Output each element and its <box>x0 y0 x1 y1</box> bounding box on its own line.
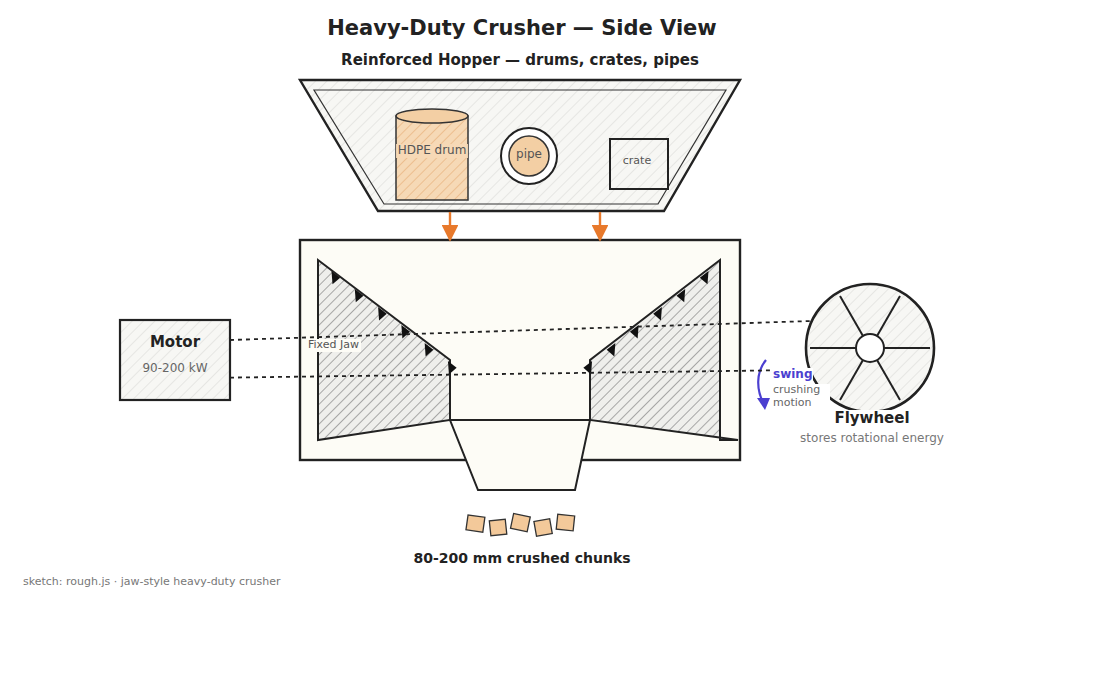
jaw-teeth <box>332 271 709 375</box>
fixed-jaw-label: Fixed Jaw <box>306 339 361 352</box>
motor-power: 90-200 kW <box>142 362 207 376</box>
flywheel-note: stores rotational energy <box>798 432 946 446</box>
flywheel-spoke <box>810 347 856 349</box>
jaw-tooth <box>332 271 341 284</box>
jaw-tooth <box>378 307 387 320</box>
drum-label: HDPE drum <box>396 144 469 158</box>
hopper: Reinforced Hopper — drums, crates, pipes… <box>300 50 740 212</box>
drum-body <box>396 116 468 200</box>
discharge-chute <box>450 420 590 490</box>
jaw-tooth <box>355 289 364 302</box>
motor: Motor 90-200 kW <box>120 320 230 400</box>
swing-arrow <box>758 360 766 404</box>
jaw-tooth <box>653 307 662 320</box>
jaw-tooth <box>677 289 686 302</box>
flywheel-spoke <box>884 347 930 349</box>
flywheel-spoke <box>840 360 863 400</box>
crushed-chunks <box>466 513 575 536</box>
hdpe-drum: HDPE drum <box>396 110 468 200</box>
swing-label: swing <box>772 368 813 382</box>
crate-label: crate <box>623 155 651 168</box>
swing-arrowhead <box>757 398 770 410</box>
pipe-outer <box>501 128 557 184</box>
feed-arrow <box>599 212 601 240</box>
feed-arrow <box>449 212 451 240</box>
crusher-body: Fixed Jaw <box>300 240 740 460</box>
jaw-tooth <box>401 325 410 338</box>
diagram-title: Heavy-Duty Crusher — Side View <box>327 16 717 40</box>
jaw-tooth <box>425 343 434 356</box>
flywheel-spoke <box>877 296 900 336</box>
crate: crate <box>609 138 669 190</box>
sketch-note: sketch: rough.js · jaw-style heavy-duty … <box>22 576 281 589</box>
flywheel-hub <box>856 334 884 362</box>
hopper-inner <box>314 90 726 204</box>
flywheel-spoke <box>840 296 863 336</box>
output-size-label: 80-200 mm crushed chunks <box>412 550 631 566</box>
jaw-tooth <box>607 343 616 356</box>
drive-belt-line <box>230 370 810 378</box>
motion-label: crushing motion <box>772 384 830 409</box>
hopper-outline <box>300 80 740 211</box>
flywheel-spoke <box>877 360 900 400</box>
flywheel: Flywheelstores rotational energy <box>806 284 934 456</box>
drive-belt-line <box>230 321 812 340</box>
swing-jaw <box>590 260 738 440</box>
motor-title: Motor <box>150 334 200 351</box>
jaw-tooth <box>448 361 457 374</box>
jaw-tooth <box>700 271 709 284</box>
flywheel-title: Flywheel <box>832 410 911 427</box>
pipe: pipe <box>501 128 557 184</box>
drum-top <box>396 109 468 123</box>
motor-box <box>120 320 230 400</box>
pipe-inner <box>509 136 549 176</box>
pipe-label: pipe <box>514 148 544 162</box>
hopper-heading: Reinforced Hopper — drums, crates, pipes <box>341 52 699 69</box>
